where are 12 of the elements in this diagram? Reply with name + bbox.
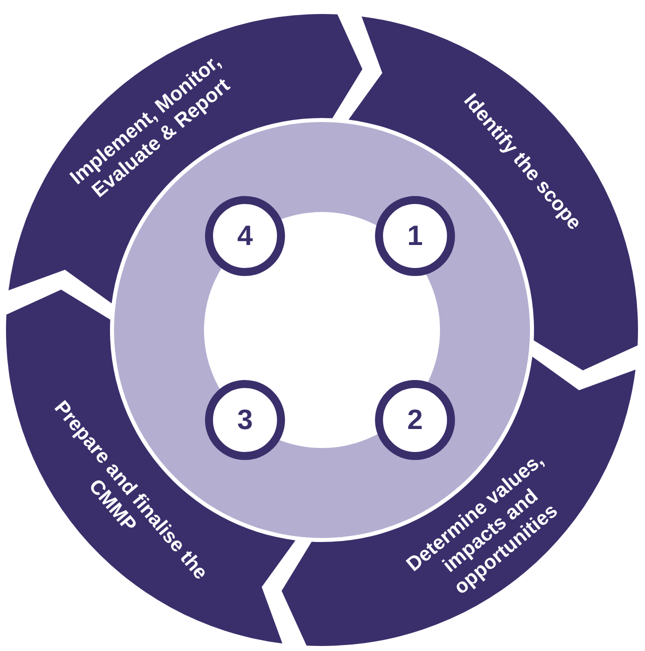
step-number-circle [375, 380, 455, 460]
step-number: 2 [407, 404, 423, 436]
cycle-segment [8, 14, 362, 304]
cycle-segment [6, 290, 296, 644]
step-number-circle [205, 380, 285, 460]
step-number-circle [205, 196, 285, 276]
step-number: 3 [237, 404, 253, 436]
cycle-segment [348, 16, 638, 370]
cycle-segment [282, 356, 636, 646]
step-number-circle [375, 196, 455, 276]
step-number: 1 [407, 220, 423, 252]
step-number: 4 [237, 220, 253, 252]
